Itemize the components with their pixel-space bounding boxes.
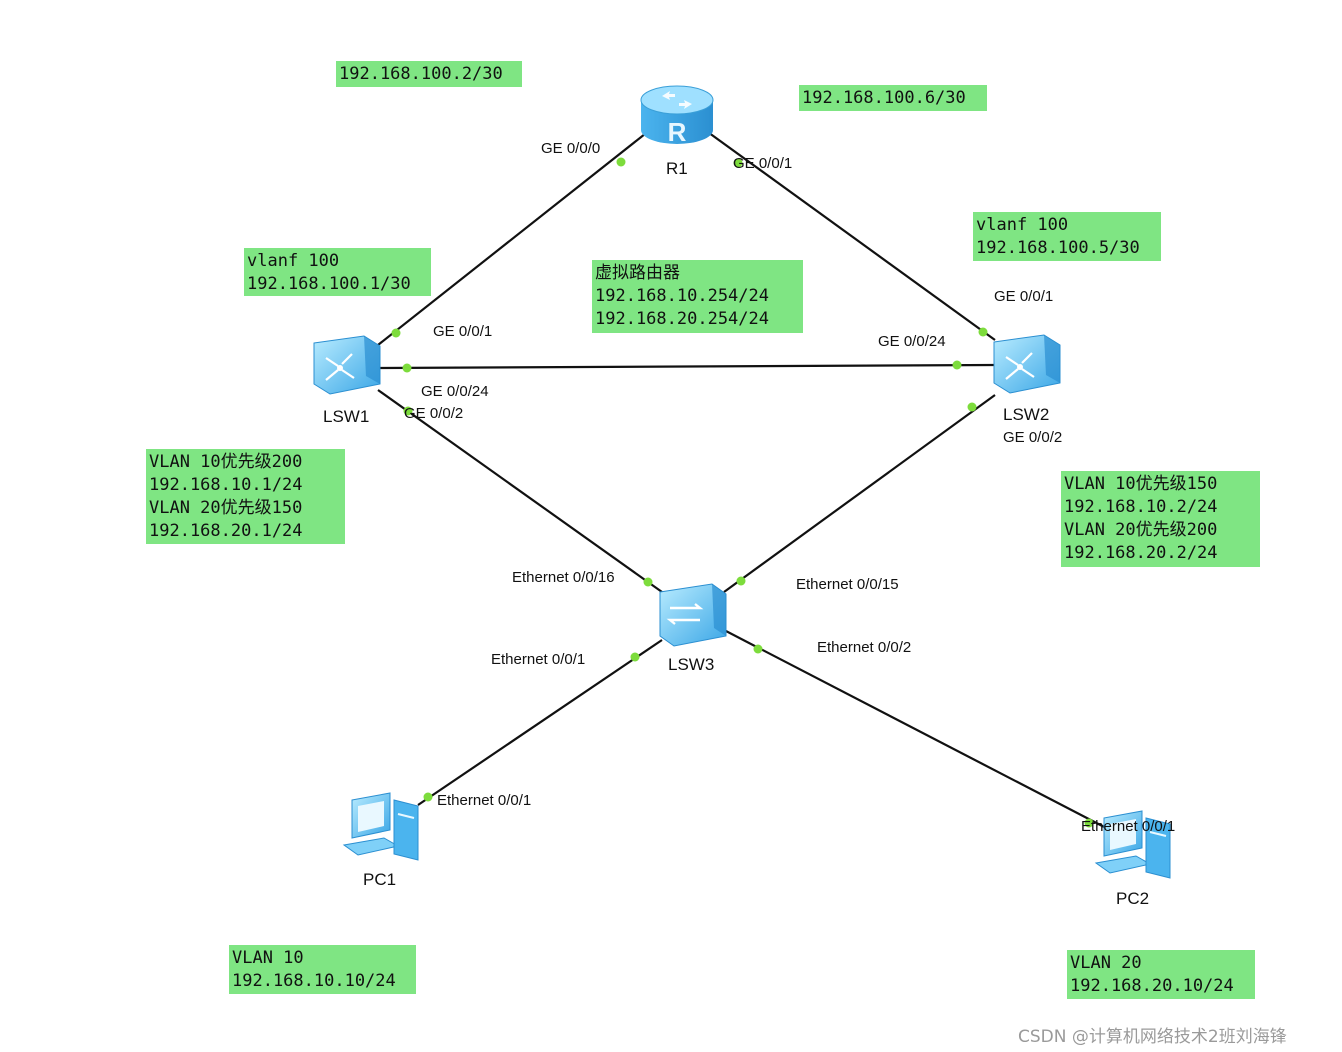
ip-note-lsw2-uplink: vlanf 100 192.168.100.5/30 (973, 212, 1161, 261)
l3-switch-icon[interactable] (313, 335, 381, 395)
port-dot (967, 402, 977, 412)
device-label-r1: R1 (666, 159, 688, 178)
port-dot (616, 157, 626, 167)
l3-switch-icon[interactable] (993, 334, 1061, 394)
ip-note-r1-left: 192.168.100.2/30 (336, 61, 522, 87)
note-line: 192.168.10.2/24 (1064, 497, 1218, 517)
link-lsw3-pc1 (417, 639, 663, 806)
port-label-lsw2-ge002: GE 0/0/2 (1003, 429, 1063, 446)
port-dot (952, 360, 962, 370)
device-label-pc1: PC1 (363, 870, 397, 889)
port-dot (423, 792, 433, 802)
pc2-ip-note: VLAN 20 192.168.20.10/24 (1067, 950, 1255, 999)
note-line: VLAN 20优先级200 (1064, 520, 1218, 540)
port-dot (391, 328, 401, 338)
port-dot (403, 406, 413, 416)
pc-icon[interactable] (1094, 810, 1171, 879)
note-line: vlanf 100 (976, 215, 1069, 235)
ip-note-r1-right: 192.168.100.6/30 (799, 85, 987, 111)
port-dots (391, 157, 1094, 828)
ip-note-lsw1-uplink: vlanf 100 192.168.100.1/30 (244, 248, 431, 296)
port-dot (753, 644, 763, 654)
port-dot (402, 363, 412, 373)
note-line: VLAN 20优先级150 (149, 498, 303, 518)
port-dot (630, 652, 640, 662)
l2-switch-icon[interactable] (659, 583, 727, 647)
port-label-lsw2-ge001: GE 0/0/1 (994, 288, 1054, 305)
port-label-lsw3-e0016: Ethernet 0/0/16 (512, 569, 615, 586)
note-line: 192.168.100.1/30 (247, 274, 411, 294)
port-label-r1-ge001: GE 0/0/1 (733, 155, 793, 172)
port-label-pc1-e001: Ethernet 0/0/1 (437, 792, 532, 809)
pc-icon[interactable] (342, 792, 419, 861)
port-label-lsw1-ge0024: GE 0/0/24 (421, 383, 489, 400)
port-label-lsw2-ge0024: GE 0/0/24 (878, 333, 946, 350)
note-line: 192.168.10.1/24 (149, 475, 303, 495)
port-label-lsw1-ge002: GE 0/0/2 (404, 405, 464, 422)
port-label-lsw3-e002: Ethernet 0/0/2 (817, 639, 912, 656)
link-r1-lsw1 (377, 129, 651, 346)
note-line: 192.168.20.2/24 (1064, 543, 1218, 563)
note-line: 192.168.100.6/30 (802, 88, 966, 108)
note-line: VLAN 20 (1070, 953, 1142, 973)
note-line: 虚拟路由器 (595, 263, 680, 283)
link-lsw1-lsw2 (377, 363, 996, 370)
port-label-lsw1-ge001: GE 0/0/1 (433, 323, 493, 340)
note-line: VLAN 10 (232, 948, 304, 968)
note-line: 192.168.20.254/24 (595, 309, 769, 329)
link-r1-lsw2 (704, 129, 996, 341)
device-label-pc2: PC2 (1116, 889, 1150, 908)
note-line: 192.168.100.5/30 (976, 238, 1140, 258)
port-label-lsw3-e001: Ethernet 0/0/1 (491, 651, 586, 668)
port-dot (1084, 818, 1094, 828)
pc1-ip-note: VLAN 10 192.168.10.10/24 (229, 945, 416, 994)
note-line: VLAN 10优先级200 (149, 452, 303, 472)
watermark: CSDN @计算机网络技术2班刘海锋 (1018, 1027, 1287, 1047)
port-dot (733, 158, 743, 168)
device-label-lsw1: LSW1 (323, 407, 370, 426)
note-line: 192.168.20.1/24 (149, 521, 303, 541)
virtual-router-note: 虚拟路由器 192.168.10.254/24 192.168.20.254/24 (592, 260, 803, 333)
port-label-lsw3-e0015: Ethernet 0/0/15 (796, 576, 899, 593)
svg-text:R: R (668, 117, 687, 147)
note-line: 192.168.10.254/24 (595, 286, 769, 306)
port-dot (643, 577, 653, 587)
note-line: VLAN 10优先级150 (1064, 474, 1218, 494)
router-icon[interactable]: R (640, 85, 714, 147)
links (377, 129, 1111, 831)
note-line: vlanf 100 (247, 251, 340, 271)
link-lsw3-pc2 (723, 629, 1111, 831)
note-line: 192.168.10.10/24 (232, 971, 396, 991)
port-dot (978, 327, 988, 337)
note-line: 192.168.20.10/24 (1070, 976, 1234, 996)
device-label-lsw3: LSW3 (668, 655, 715, 674)
port-label-r1-ge000: GE 0/0/0 (541, 140, 601, 157)
link-lsw2-lsw3 (723, 394, 996, 593)
link-lsw1-lsw3 (377, 389, 663, 593)
note-line: 192.168.100.2/30 (339, 64, 503, 84)
device-label-lsw2: LSW2 (1003, 405, 1050, 424)
port-label-pc2-e001: Ethernet 0/0/1 (1081, 818, 1176, 835)
port-dot (736, 576, 746, 586)
